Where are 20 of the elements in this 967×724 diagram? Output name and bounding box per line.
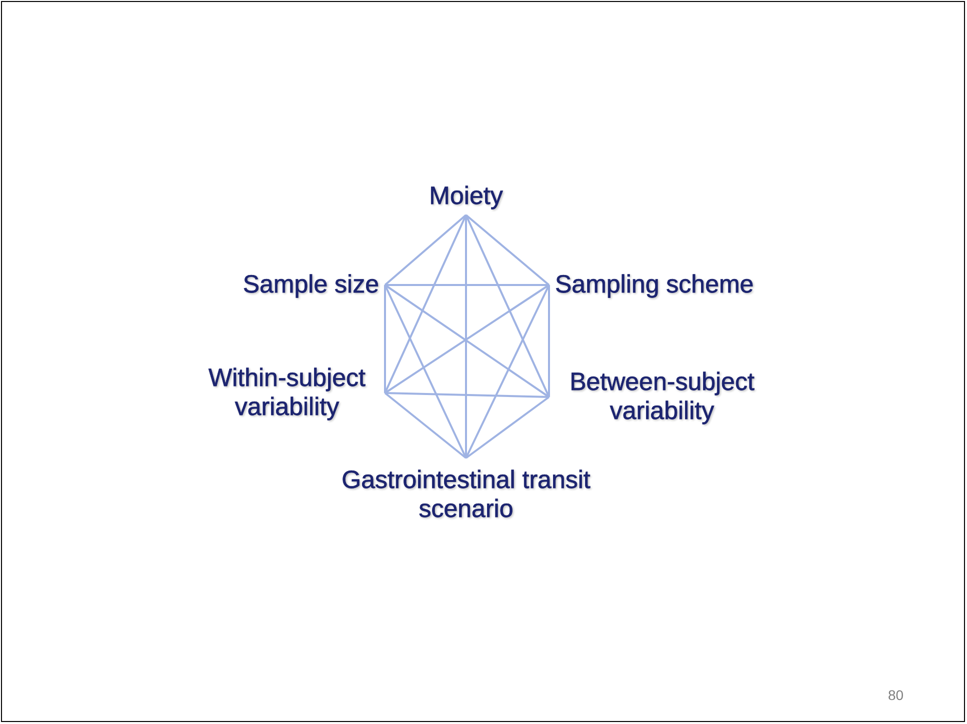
connector-line <box>384 392 550 398</box>
connector-line <box>548 285 550 397</box>
connector-line <box>384 284 467 458</box>
connector-line <box>465 214 550 398</box>
node-label: Moiety <box>429 182 503 211</box>
connector-line <box>385 284 549 286</box>
connector-line <box>465 215 467 458</box>
node-label: Gastrointestinal transit scenario <box>340 466 592 524</box>
page-number: 80 <box>888 686 904 705</box>
connector-line <box>465 396 550 459</box>
node-label: Between-subject variability <box>568 368 756 426</box>
connector-line <box>465 214 550 286</box>
node-label: Sampling scheme <box>555 270 754 300</box>
connector-line <box>384 214 467 394</box>
connector-line <box>384 285 386 393</box>
connector-line <box>384 214 467 286</box>
connector-line <box>384 392 467 459</box>
node-label: Within-subject variability <box>208 364 366 422</box>
connector-line <box>465 284 550 458</box>
node-label: Sample size <box>242 270 379 300</box>
